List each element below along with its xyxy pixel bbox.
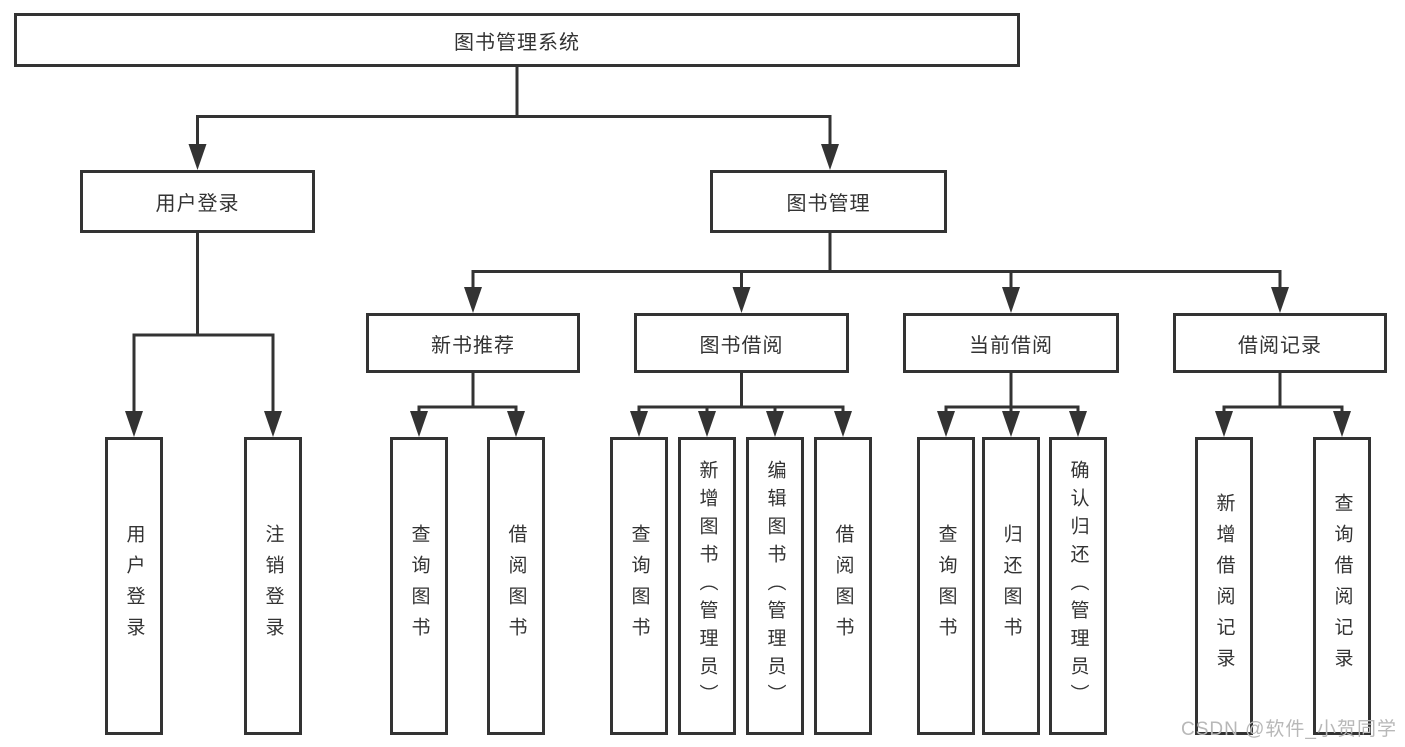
connector-root-to-level2: [188, 67, 839, 170]
node-book-management: 图书管理: [710, 170, 947, 233]
leaf-query-borrow-record: 查询借阅记录: [1313, 437, 1371, 735]
leaf-borrow-book-borrowing: 借阅图书: [814, 437, 872, 735]
leaf-borrow-book-recommend: 借阅图书: [487, 437, 545, 735]
leaf-query-book-borrowing: 查询图书: [610, 437, 668, 735]
leaf-query-book-recommend: 查询图书: [390, 437, 448, 735]
leaf-logout-login: 注销登录: [244, 437, 302, 735]
node-current-borrowing: 当前借阅: [903, 313, 1119, 373]
connector-book-management-to-level3: [464, 233, 1289, 313]
connector-new-book-recommend-to-leaves: [410, 373, 525, 437]
leaf-return-book: 归还图书: [982, 437, 1040, 735]
leaf-add-book-admin: 新增图书（管理员）: [678, 437, 736, 735]
leaf-edit-book-admin: 编辑图书（管理员）: [746, 437, 804, 735]
node-root-library-system: 图书管理系统: [14, 13, 1020, 67]
connector-current-borrowing-to-leaves: [937, 373, 1087, 437]
node-book-borrowing: 图书借阅: [634, 313, 849, 373]
node-borrow-records: 借阅记录: [1173, 313, 1387, 373]
connector-borrow-records-to-leaves: [1215, 373, 1351, 437]
leaf-add-borrow-record: 新增借阅记录: [1195, 437, 1253, 735]
leaf-confirm-return-admin: 确认归还（管理员）: [1049, 437, 1107, 735]
csdn-watermark: CSDN @软件_小贺同学: [1181, 719, 1397, 740]
node-new-book-recommend: 新书推荐: [366, 313, 580, 373]
leaf-user-login: 用户登录: [105, 437, 163, 735]
node-user-login: 用户登录: [80, 170, 315, 233]
connector-user-login-to-leaves: [125, 233, 282, 437]
connector-book-borrowing-to-leaves: [630, 373, 852, 437]
leaf-query-book-current: 查询图书: [917, 437, 975, 735]
